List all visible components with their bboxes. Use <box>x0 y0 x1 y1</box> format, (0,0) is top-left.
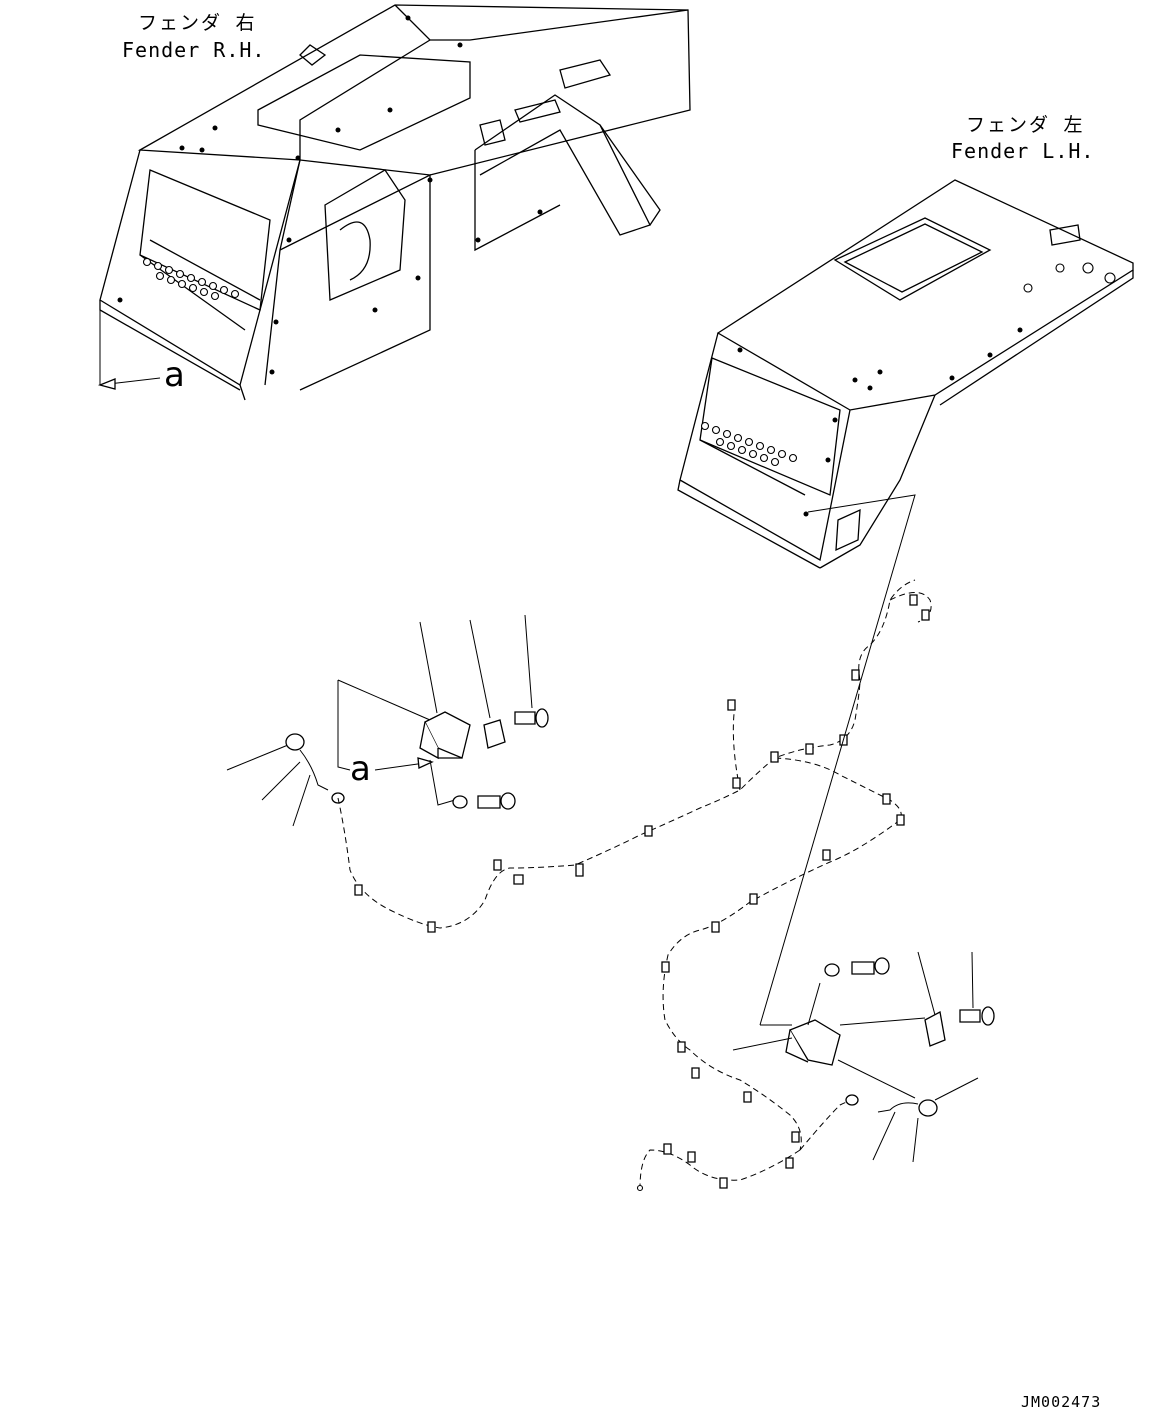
step-holes-rh <box>144 259 239 300</box>
bolt-left-lower <box>453 793 515 809</box>
lamp-group-right <box>733 952 994 1162</box>
fender-rh-jp-label: フェンダ 右 <box>138 12 257 34</box>
step-holes-lh <box>702 423 797 466</box>
callout-a-upper: a <box>164 355 185 395</box>
lamp-group-left <box>227 615 548 826</box>
fender-lh-assembly <box>678 180 1133 568</box>
lamp-box-right <box>786 1020 840 1065</box>
bolt-right-lower <box>960 1007 994 1025</box>
callout-a-lower: a <box>350 749 371 789</box>
wiring-harness <box>338 580 931 1191</box>
fender-lh-en-label: Fender L.H. <box>951 139 1095 163</box>
fender-rh-en-label: Fender R.H. <box>122 38 266 62</box>
drawing-code: JM002473 <box>1021 1393 1102 1411</box>
lamp-box-left <box>420 712 470 758</box>
fender-rh-assembly <box>100 5 690 400</box>
bolt-right-upper <box>825 958 889 976</box>
fender-lh-jp-label: フェンダ 左 <box>966 114 1085 136</box>
bolt-left-upper <box>515 709 548 727</box>
